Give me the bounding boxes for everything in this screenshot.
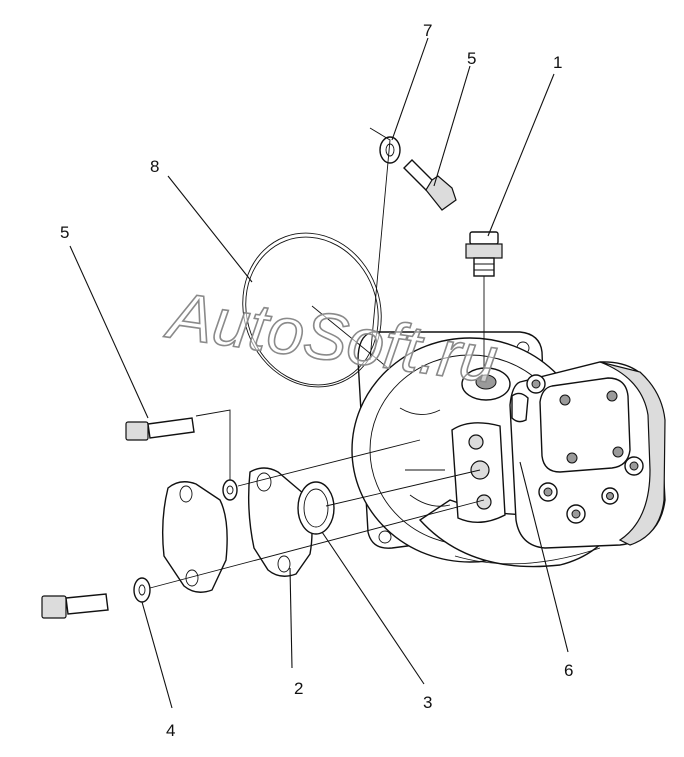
washer-part-4: [133, 577, 151, 603]
callout-5-left: 5: [60, 223, 69, 242]
callout-2: 2: [294, 679, 303, 698]
o-ring-part-8: [242, 232, 382, 388]
fitting-part-1: [465, 231, 503, 277]
callout-labels: 1 7 5 8 5 2 3 4 6: [60, 21, 573, 740]
seal-ring-part-3: [297, 481, 335, 535]
bolt-part-5-upper: [403, 159, 457, 211]
callout-1: 1: [553, 53, 562, 72]
callout-6: 6: [564, 661, 573, 680]
callout-7: 7: [423, 21, 432, 40]
bolt-part-5-left: [125, 417, 195, 441]
callout-4: 4: [166, 721, 175, 740]
pump-housing: [351, 331, 666, 568]
callout-8: 8: [150, 157, 159, 176]
bolt-lower: [41, 593, 109, 619]
watermark: AutoSoft.ru: [161, 277, 502, 397]
flange-half-front: [161, 481, 228, 593]
washer-left: [222, 479, 238, 501]
callout-5-top: 5: [467, 49, 476, 68]
leader-lines: [69, 37, 569, 709]
callout-3: 3: [423, 693, 432, 712]
